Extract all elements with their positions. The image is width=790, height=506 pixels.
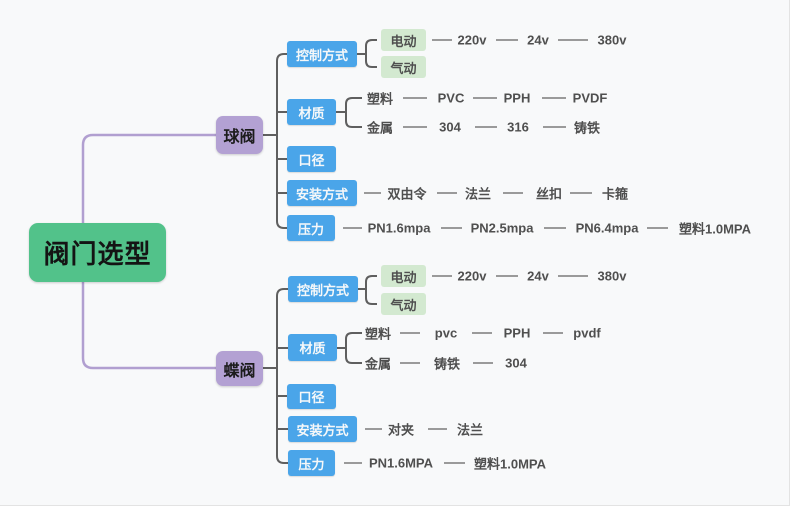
leaf-butterfly-304[interactable]: 304 — [505, 355, 527, 371]
node-butterfly-valve[interactable]: 蝶阀 — [216, 351, 263, 386]
leaf-butterfly-pvdf[interactable]: pvdf — [573, 325, 601, 341]
leaf-butterfly-380v[interactable]: 380v — [597, 268, 627, 284]
leaf-ball-220v[interactable]: 220v — [457, 32, 487, 48]
leaf-butterfly-flange[interactable]: 法兰 — [456, 422, 484, 438]
leaf-ball-cast-iron[interactable]: 铸铁 — [573, 120, 601, 136]
leaf-butterfly-220v[interactable]: 220v — [457, 268, 487, 284]
leaf-ball-clamp[interactable]: 卡箍 — [601, 186, 629, 202]
leaf-ball-metal[interactable]: 金属 — [366, 120, 394, 136]
leaf-ball-pph[interactable]: PPH — [503, 90, 531, 106]
leaf-ball-plastic-10mpa[interactable]: 塑料1.0MPA — [679, 221, 751, 237]
node-butterfly-control-mode[interactable]: 控制方式 — [288, 276, 358, 302]
leaf-butterfly-pph[interactable]: PPH — [503, 325, 531, 341]
node-butterfly-diameter[interactable]: 口径 — [287, 384, 336, 409]
leaf-butterfly-pvc[interactable]: pvc — [434, 325, 458, 341]
leaf-ball-316[interactable]: 316 — [507, 119, 529, 135]
node-butterfly-material[interactable]: 材质 — [288, 334, 337, 361]
node-butterfly-installation[interactable]: 安装方式 — [288, 416, 357, 442]
leaf-butterfly-cast-iron[interactable]: 铸铁 — [433, 356, 461, 372]
leaf-ball-plastic[interactable]: 塑料 — [366, 91, 394, 107]
leaf-butterfly-metal[interactable]: 金属 — [364, 356, 392, 372]
node-butterfly-pressure[interactable]: 压力 — [288, 450, 335, 476]
node-ball-diameter[interactable]: 口径 — [287, 146, 336, 172]
leaf-ball-flange[interactable]: 法兰 — [464, 186, 492, 202]
node-ball-pressure[interactable]: 压力 — [287, 215, 335, 241]
node-ball-control-mode[interactable]: 控制方式 — [287, 41, 357, 67]
node-ball-pneumatic[interactable]: 气动 — [381, 56, 426, 78]
leaf-ball-pvc[interactable]: PVC — [437, 90, 465, 106]
leaf-ball-union[interactable]: 双由令 — [387, 186, 427, 202]
leaf-butterfly-24v[interactable]: 24v — [527, 268, 549, 284]
node-butterfly-electric[interactable]: 电动 — [381, 265, 426, 287]
leaf-butterfly-plastic-10mpa[interactable]: 塑料1.0MPA — [474, 456, 546, 472]
leaf-butterfly-plastic[interactable]: 塑料 — [364, 326, 392, 342]
leaf-ball-380v[interactable]: 380v — [597, 32, 627, 48]
leaf-ball-pn25[interactable]: PN2.5mpa — [470, 220, 534, 236]
leaf-ball-pn64[interactable]: PN6.4mpa — [575, 220, 639, 236]
leaf-butterfly-wafer[interactable]: 对夹 — [387, 422, 415, 438]
node-ball-valve[interactable]: 球阀 — [216, 116, 263, 154]
node-valve-selection[interactable]: 阀门选型 — [29, 223, 166, 282]
leaf-ball-24v[interactable]: 24v — [527, 32, 549, 48]
node-ball-installation[interactable]: 安装方式 — [287, 180, 357, 206]
node-ball-material[interactable]: 材质 — [287, 99, 336, 125]
node-ball-electric[interactable]: 电动 — [381, 29, 426, 51]
leaf-ball-thread[interactable]: 丝扣 — [535, 186, 563, 202]
node-butterfly-pneumatic[interactable]: 气动 — [381, 293, 426, 315]
leaf-butterfly-pn16[interactable]: PN1.6MPA — [368, 455, 434, 471]
leaf-ball-304[interactable]: 304 — [439, 119, 461, 135]
leaf-ball-pvdf[interactable]: PVDF — [572, 90, 608, 106]
leaf-ball-pn16[interactable]: PN1.6mpa — [367, 220, 431, 236]
